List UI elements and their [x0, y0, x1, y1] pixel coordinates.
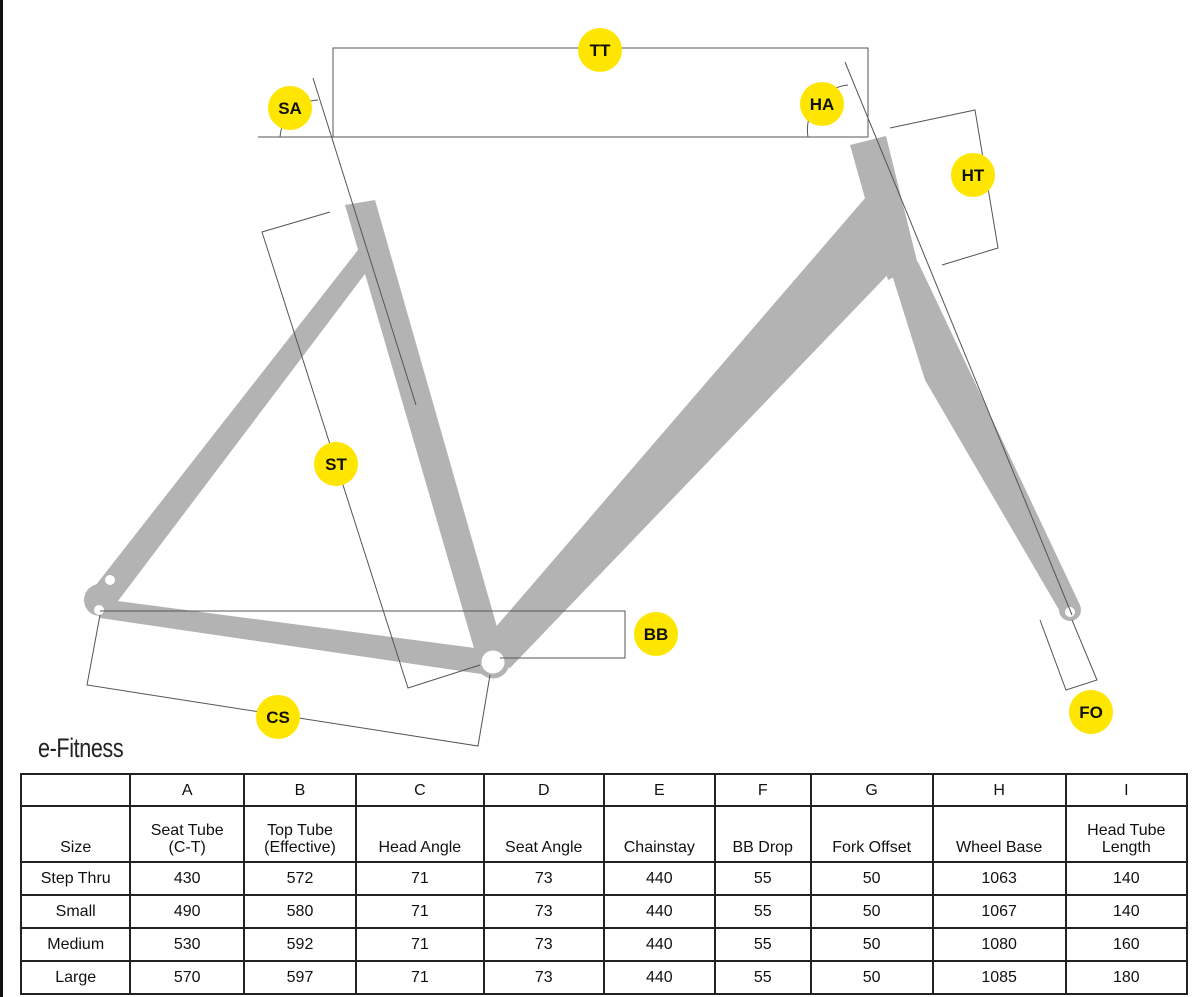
table-row-cell: 530 [129, 927, 246, 962]
table-row-cell: 440 [602, 861, 716, 896]
chainstay [95, 598, 490, 675]
svg-text:HA: HA [810, 95, 835, 114]
badge-fo: FO [1069, 690, 1113, 734]
bike-frame [84, 136, 1081, 679]
table-row-cell: 597 [243, 960, 357, 995]
table-row-cell: 180 [1064, 960, 1189, 995]
badge-cs: CS [256, 695, 300, 739]
badge-ha: HA [800, 82, 844, 126]
seat-stay [92, 250, 374, 605]
column-header-row-cell: Seat Angle [482, 805, 605, 863]
head-tube [850, 136, 918, 280]
column-letter-row-cell: C [354, 773, 485, 807]
column-header-row-cell: BB Drop [713, 805, 812, 863]
table-row-cell: 71 [354, 960, 485, 995]
table-row-cell: 71 [354, 861, 485, 896]
table-row-cell: 50 [809, 894, 934, 929]
svg-text:FO: FO [1079, 703, 1103, 722]
table-row-cell: 140 [1064, 861, 1189, 896]
table-row-cell: 55 [713, 894, 812, 929]
table-row-cell: 572 [243, 861, 357, 896]
seat-tube [345, 200, 505, 662]
column-letter-row-cell [19, 773, 132, 807]
table-row-cell: Small [19, 894, 132, 929]
table-row-cell: 592 [243, 927, 357, 962]
column-header-row-cell: Head Angle [354, 805, 485, 863]
column-letter-row-cell: D [482, 773, 605, 807]
rear-dropout [84, 584, 116, 616]
table-row-cell: 490 [129, 894, 246, 929]
table-row-cell: Step Thru [19, 861, 132, 896]
column-header-row-cell: Fork Offset [809, 805, 934, 863]
table-row-cell: 1063 [931, 861, 1067, 896]
bottom-bracket [476, 645, 510, 679]
table-row-cell: 160 [1064, 927, 1189, 962]
table-row-cell: 140 [1064, 894, 1189, 929]
column-header-row-cell: Size [19, 805, 132, 863]
badge-ht: HT [951, 153, 995, 197]
column-letter-row-cell: A [129, 773, 246, 807]
column-header-row-cell: Wheel Base [931, 805, 1067, 863]
column-header-row-cell: Chainstay [602, 805, 716, 863]
column-letter-row-cell: H [931, 773, 1067, 807]
table-row-cell: 55 [713, 861, 812, 896]
svg-text:BB: BB [644, 625, 669, 644]
table-row-cell: 50 [809, 927, 934, 962]
badge-bb: BB [634, 612, 678, 656]
column-letter-row-cell: F [713, 773, 812, 807]
table-row-cell: 1080 [931, 927, 1067, 962]
column-letter-row-cell: I [1064, 773, 1189, 807]
column-letter-row-cell: E [602, 773, 716, 807]
left-edge-bar [0, 0, 3, 997]
table-row-cell: 440 [602, 960, 716, 995]
table-row-cell: 73 [482, 894, 605, 929]
svg-text:ST: ST [325, 455, 347, 474]
table-row-cell: 55 [713, 927, 812, 962]
table-row-cell: 73 [482, 960, 605, 995]
table-row-cell: 440 [602, 927, 716, 962]
column-header-row-cell: Head Tube Length [1064, 805, 1189, 863]
svg-text:SA: SA [278, 99, 302, 118]
table-row-cell: 71 [354, 927, 485, 962]
svg-text:CS: CS [266, 708, 290, 727]
table-row-cell: 55 [713, 960, 812, 995]
column-letter-row-cell: G [809, 773, 934, 807]
down-tube [476, 190, 900, 668]
table-row-cell: 430 [129, 861, 246, 896]
model-title: e-Fitness [38, 733, 124, 763]
table-row-cell: 570 [129, 960, 246, 995]
column-header-row-cell: Top Tube (Effective) [243, 805, 357, 863]
table-row-cell: 580 [243, 894, 357, 929]
table-row-cell: 440 [602, 894, 716, 929]
table-row-cell: 50 [809, 861, 934, 896]
table-row-cell: 73 [482, 927, 605, 962]
table-row-cell: 1085 [931, 960, 1067, 995]
column-header-row-cell: Seat Tube (C-T) [129, 805, 246, 863]
badge-sa: SA [268, 86, 312, 130]
table-row-cell: Medium [19, 927, 132, 962]
table-row-cell: 71 [354, 894, 485, 929]
svg-text:TT: TT [590, 41, 611, 60]
table-row-cell: 50 [809, 960, 934, 995]
fork [888, 262, 1080, 615]
table-row-cell: Large [19, 960, 132, 995]
table-row-cell: 1067 [931, 894, 1067, 929]
frame-geometry-diagram: TT SA HA HT ST BB CS FO [84, 28, 1113, 747]
badge-st: ST [314, 442, 358, 486]
column-letter-row-cell: B [243, 773, 357, 807]
svg-text:HT: HT [962, 166, 985, 185]
badge-tt: TT [578, 28, 622, 72]
table-row-cell: 73 [482, 861, 605, 896]
